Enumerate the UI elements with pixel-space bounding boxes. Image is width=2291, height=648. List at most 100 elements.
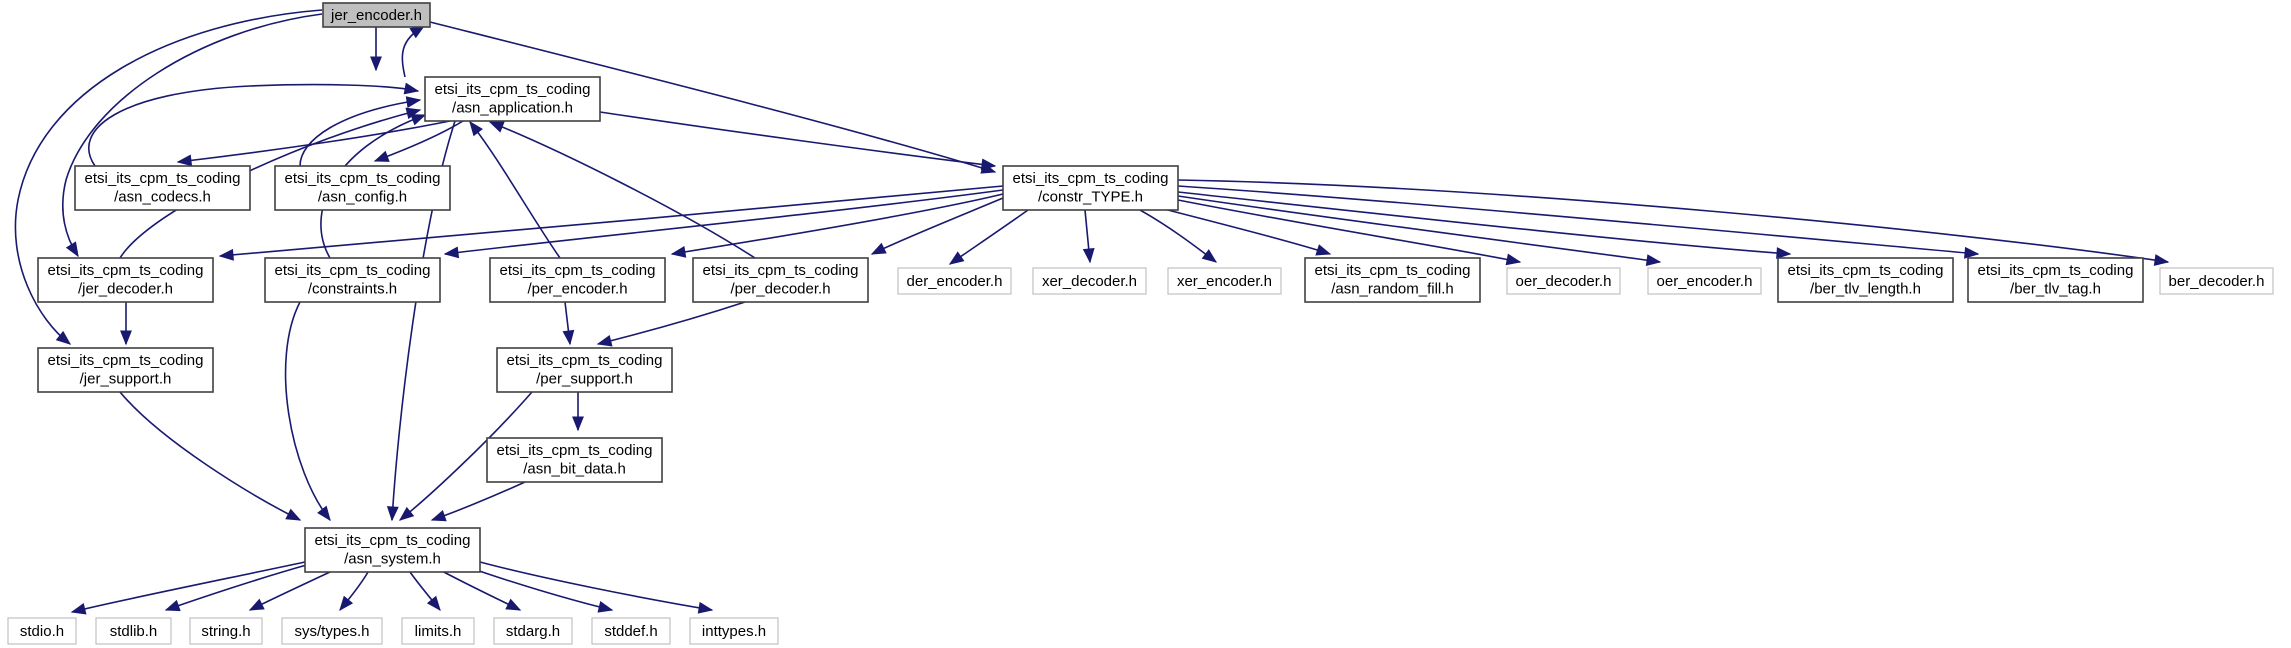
node-limits[interactable]: limits.h <box>401 617 475 645</box>
node-box[interactable] <box>493 617 573 645</box>
node-ber_tlv_length[interactable]: etsi_its_cpm_ts_coding/ber_tlv_length.h <box>1777 257 1954 303</box>
node-box[interactable] <box>591 617 671 645</box>
node-box[interactable] <box>689 617 779 645</box>
node-ber_tlv_tag[interactable]: etsi_its_cpm_ts_coding/ber_tlv_tag.h <box>1967 257 2144 303</box>
node-label: stddef.h <box>604 623 657 640</box>
arrowhead-icon <box>426 595 441 612</box>
node-label: ber_decoder.h <box>2169 273 2265 290</box>
node-asn_codecs[interactable]: etsi_its_cpm_ts_coding/asn_codecs.h <box>74 165 251 211</box>
node-ber_decoder[interactable]: ber_decoder.h <box>2159 267 2274 295</box>
node-stdlib[interactable]: stdlib.h <box>95 617 172 645</box>
node-xer_encoder[interactable]: xer_encoder.h <box>1167 267 1282 295</box>
arrowhead-icon <box>562 329 575 346</box>
node-box[interactable] <box>281 617 383 645</box>
node-jer_decoder[interactable]: etsi_its_cpm_ts_coding/jer_decoder.h <box>37 257 214 303</box>
node-jer_encoder[interactable]: jer_encoder.h <box>322 2 431 28</box>
arrowhead-icon <box>469 120 483 137</box>
node-label-line2: /jer_decoder.h <box>78 281 173 298</box>
node-inttypes[interactable]: inttypes.h <box>689 617 779 645</box>
node-label-line2: /asn_codecs.h <box>114 189 211 206</box>
node-box[interactable] <box>37 347 214 393</box>
node-oer_encoder[interactable]: oer_encoder.h <box>1647 267 1762 295</box>
node-box[interactable] <box>486 437 663 483</box>
node-box[interactable] <box>95 617 172 645</box>
node-label-line1: etsi_its_cpm_ts_coding <box>85 170 241 187</box>
node-box[interactable] <box>1647 267 1762 295</box>
arrowhead-icon <box>317 505 331 522</box>
node-label-line2: /jer_support.h <box>80 371 172 388</box>
edge-constr_TYPE-to-jer_decoder <box>218 185 1004 261</box>
node-box[interactable] <box>1304 257 1481 303</box>
edge-constr_TYPE-to-constraints <box>443 189 1004 259</box>
node-der_encoder[interactable]: der_encoder.h <box>897 267 1012 295</box>
node-box[interactable] <box>897 267 1012 295</box>
node-box[interactable] <box>1967 257 2144 303</box>
arrowhead-icon <box>405 107 422 120</box>
node-label-line2: /asn_system.h <box>344 551 441 568</box>
node-label-line2: /ber_tlv_length.h <box>1810 281 1921 298</box>
node-systypes[interactable]: sys/types.h <box>281 617 383 645</box>
node-box[interactable] <box>692 257 869 303</box>
node-asn_system[interactable]: etsi_its_cpm_ts_coding/asn_system.h <box>304 527 481 573</box>
node-box[interactable] <box>1032 267 1147 295</box>
node-label: limits.h <box>415 623 462 640</box>
node-asn_bit_data[interactable]: etsi_its_cpm_ts_coding/asn_bit_data.h <box>486 437 663 483</box>
node-label-line1: etsi_its_cpm_ts_coding <box>497 442 653 459</box>
node-stddef[interactable]: stddef.h <box>591 617 671 645</box>
node-xer_decoder[interactable]: xer_decoder.h <box>1032 267 1147 295</box>
node-box[interactable] <box>37 257 214 303</box>
node-string[interactable]: string.h <box>189 617 263 645</box>
node-constr_TYPE[interactable]: etsi_its_cpm_ts_coding/constr_TYPE.h <box>1002 165 1179 211</box>
node-box[interactable] <box>1167 267 1282 295</box>
node-label: jer_encoder.h <box>330 7 422 24</box>
node-oer_decoder[interactable]: oer_decoder.h <box>1506 267 1621 295</box>
edge-asn_system-to-stdlib <box>164 563 311 612</box>
node-stdio[interactable]: stdio.h <box>7 617 77 645</box>
edge-constr_TYPE-to-oer_decoder <box>1177 199 1522 266</box>
node-box[interactable] <box>1002 165 1179 211</box>
node-box[interactable] <box>7 617 77 645</box>
edge-constr_TYPE-to-per_encoder <box>670 193 1004 258</box>
arrowhead-icon <box>55 330 72 345</box>
arrowhead-icon <box>697 601 714 614</box>
arrowhead-icon <box>670 246 687 258</box>
node-label-line1: etsi_its_cpm_ts_coding <box>285 170 441 187</box>
node-box[interactable] <box>274 165 451 211</box>
node-per_support[interactable]: etsi_its_cpm_ts_coding/per_support.h <box>496 347 673 393</box>
node-per_encoder[interactable]: etsi_its_cpm_ts_coding/per_encoder.h <box>489 257 666 303</box>
node-label-line2: /per_support.h <box>536 371 633 388</box>
node-box[interactable] <box>322 2 431 28</box>
node-label-line2: /asn_bit_data.h <box>523 461 626 478</box>
node-box[interactable] <box>401 617 475 645</box>
node-label-line1: etsi_its_cpm_ts_coding <box>48 262 204 279</box>
arrowhead-icon <box>405 96 422 108</box>
arrowhead-icon <box>1201 249 1218 263</box>
node-box[interactable] <box>1506 267 1621 295</box>
edge-constr_TYPE-to-xer_encoder <box>1139 209 1218 263</box>
node-label-line1: etsi_its_cpm_ts_coding <box>703 262 859 279</box>
node-stdarg[interactable]: stdarg.h <box>493 617 573 645</box>
node-constraints[interactable]: etsi_its_cpm_ts_coding/constraints.h <box>264 257 441 303</box>
node-box[interactable] <box>2159 267 2274 295</box>
node-box[interactable] <box>489 257 666 303</box>
edge-per_support-to-asn_system <box>398 391 533 521</box>
node-jer_support[interactable]: etsi_its_cpm_ts_coding/jer_support.h <box>37 347 214 393</box>
node-asn_random_fill[interactable]: etsi_its_cpm_ts_coding/asn_random_fill.h <box>1304 257 1481 303</box>
arrowhead-icon <box>70 603 87 615</box>
node-box[interactable] <box>496 347 673 393</box>
node-box[interactable] <box>264 257 441 303</box>
arrowhead-icon <box>65 241 79 258</box>
node-box[interactable] <box>74 165 251 211</box>
node-asn_application[interactable]: etsi_its_cpm_ts_coding/asn_application.h <box>424 76 601 122</box>
arrowhead-icon <box>386 506 399 522</box>
arrowhead-icon <box>398 506 415 521</box>
node-box[interactable] <box>189 617 263 645</box>
node-box[interactable] <box>424 76 601 122</box>
node-box[interactable] <box>1777 257 1954 303</box>
arrowhead-icon <box>443 246 460 259</box>
node-box[interactable] <box>304 527 481 573</box>
edge-layer <box>14 9 2170 615</box>
node-per_decoder[interactable]: etsi_its_cpm_ts_coding/per_decoder.h <box>692 257 869 303</box>
node-asn_config[interactable]: etsi_its_cpm_ts_coding/asn_config.h <box>274 165 451 211</box>
